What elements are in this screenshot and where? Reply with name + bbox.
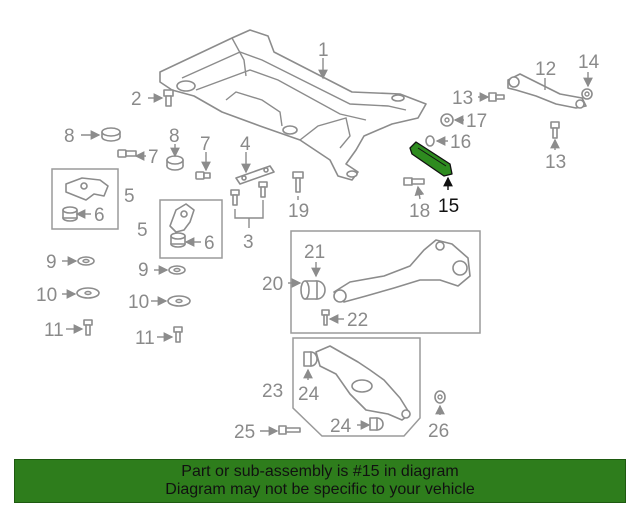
washer-part-9a	[77, 256, 95, 266]
mount-box-b	[159, 199, 223, 259]
bushing-part-24a	[303, 351, 318, 367]
callout-8b: 8	[169, 126, 180, 147]
mount-box-a	[51, 168, 119, 230]
washer-part-9b	[168, 265, 186, 275]
bolt-part-3b	[258, 181, 268, 198]
callout-1: 1	[318, 40, 329, 61]
callout-15: 15	[438, 196, 459, 217]
callout-20: 20	[262, 274, 283, 295]
callout-23: 23	[262, 381, 283, 402]
callout-13a: 13	[452, 88, 473, 109]
bolt-part-13b	[550, 121, 560, 139]
callout-9b: 9	[138, 260, 149, 281]
trailing-arm-part-20	[333, 239, 471, 303]
washer-part-26	[434, 390, 446, 404]
trailing-arm-box	[290, 230, 481, 334]
bushing-part-6a	[62, 206, 78, 222]
notice-line-2: Diagram may not be specific to your vehi…	[165, 481, 475, 498]
bolt-part-3a	[230, 189, 240, 206]
callout-9a: 9	[46, 252, 57, 273]
callout-11b: 11	[135, 328, 155, 349]
bolt-part-18	[403, 177, 425, 186]
callout-21: 21	[304, 242, 325, 263]
callout-25: 25	[234, 422, 255, 443]
callout-4: 4	[240, 134, 251, 155]
callout-12: 12	[535, 59, 556, 80]
washer-part-10a	[76, 287, 100, 299]
callout-16: 16	[450, 132, 471, 153]
washer-part-16	[425, 135, 435, 147]
callout-5b: 5	[137, 220, 148, 241]
callout-17: 17	[466, 111, 487, 132]
callout-8a: 8	[64, 126, 75, 147]
callout-6b: 6	[204, 233, 215, 254]
callout-7b: 7	[200, 134, 211, 155]
callout-2: 2	[131, 89, 142, 110]
bolt-part-7b	[195, 171, 211, 180]
crossmember-part	[159, 29, 427, 181]
bolt-part-7a	[117, 149, 137, 158]
nut-part-14	[581, 88, 593, 100]
notice-line-1: Part or sub-assembly is #15 in diagram	[181, 463, 459, 480]
callout-10a: 10	[36, 285, 57, 306]
bolt-part-2	[163, 89, 174, 107]
lower-arm-box	[292, 337, 421, 437]
mount-bracket-part-5b	[169, 203, 195, 233]
bolt-part-11b	[173, 326, 183, 343]
callout-11a: 11	[44, 320, 64, 341]
bushing-part-24b	[369, 417, 384, 431]
callout-26: 26	[428, 421, 449, 442]
callout-24a: 24	[298, 384, 320, 405]
nut-part-8a	[101, 127, 121, 142]
bolt-part-19	[292, 171, 304, 193]
bushing-part-21	[300, 280, 326, 300]
callout-18: 18	[409, 201, 430, 222]
leader-lines	[62, 58, 593, 436]
washer-part-17	[440, 113, 454, 127]
callout-3: 3	[243, 232, 254, 253]
bolt-part-11a	[83, 319, 93, 336]
bolt-part-22	[321, 309, 330, 326]
bolt-part-13a	[488, 92, 505, 102]
callout-24b: 24	[330, 416, 352, 437]
bushing-part-6b	[170, 232, 186, 248]
lateral-link-part-15	[409, 141, 453, 177]
bracket-part-4	[235, 165, 275, 185]
callout-19: 19	[288, 201, 309, 222]
nut-part-8b	[166, 155, 184, 171]
callout-5a: 5	[124, 186, 135, 207]
callout-10b: 10	[128, 292, 149, 313]
washer-part-10b	[167, 295, 191, 307]
lower-arm-part-23	[315, 345, 411, 421]
callout-13b: 13	[545, 152, 566, 173]
callout-14: 14	[578, 52, 600, 73]
callout-22: 22	[347, 310, 368, 331]
notice-banner: Part or sub-assembly is #15 in diagram D…	[14, 459, 626, 503]
callout-7a: 7	[148, 147, 159, 168]
callout-6a: 6	[94, 205, 105, 226]
bolt-part-25	[278, 425, 301, 435]
mount-bracket-part-5a	[65, 177, 109, 201]
upper-arm-part-12	[507, 73, 587, 109]
